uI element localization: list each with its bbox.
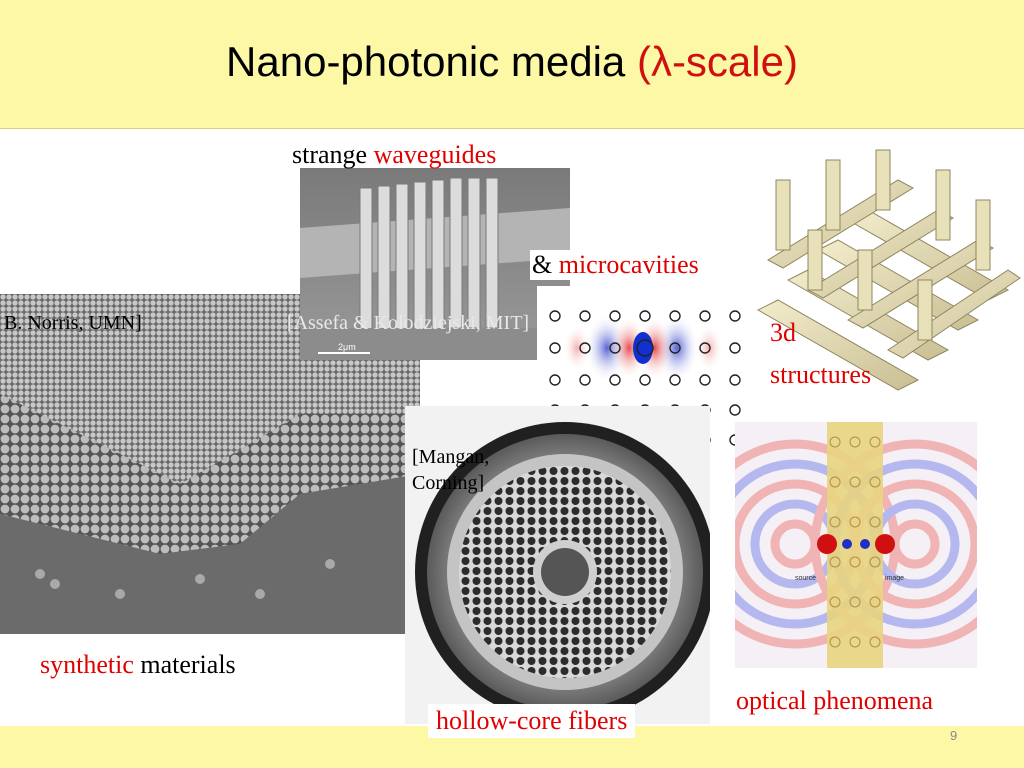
label-hollow-core-fibers: hollow-core fibers xyxy=(428,704,636,738)
credit-mangan: [Mangan, Corning] xyxy=(412,446,490,494)
3d-structure-image xyxy=(756,149,1021,391)
label-synthetic: synthetic xyxy=(40,650,134,679)
title-band xyxy=(0,0,1024,129)
label-waveguides-b: waveguides xyxy=(373,140,497,169)
credit-assefa: [Assefa & Kolodziejski, MIT] xyxy=(286,312,530,334)
slide-title: Nano-photonic media (λ-scale) xyxy=(0,38,1024,86)
page-number: 9 xyxy=(950,728,958,743)
label-microcavities-b: microcavities xyxy=(558,250,699,279)
credit-norris: B. Norris, UMN] xyxy=(4,312,142,334)
label-waveguides: strange waveguides xyxy=(292,140,496,170)
waveguide-sem-image: 2μm xyxy=(300,168,570,360)
label-optical-phenomena: optical phenomena xyxy=(736,686,934,715)
image-label: image xyxy=(885,575,904,582)
hollow-core-fiber-image xyxy=(405,406,710,724)
label-3d: 3d xyxy=(770,318,796,347)
label-synthetic-materials: synthetic materials xyxy=(40,650,236,680)
title-main: Nano-photonic media xyxy=(226,38,626,85)
label-microcavities-a: & xyxy=(532,250,553,279)
title-paren: (λ-scale) xyxy=(636,38,798,85)
scalebar-label: 2μm xyxy=(338,342,356,352)
label-waveguides-a: strange xyxy=(292,140,368,169)
optical-phenomena-image: source image xyxy=(735,422,977,668)
label-materials: materials xyxy=(140,650,236,679)
label-structures: structures xyxy=(770,360,872,389)
source-label: source xyxy=(795,575,816,582)
label-microcavities: & microcavities xyxy=(530,250,701,280)
